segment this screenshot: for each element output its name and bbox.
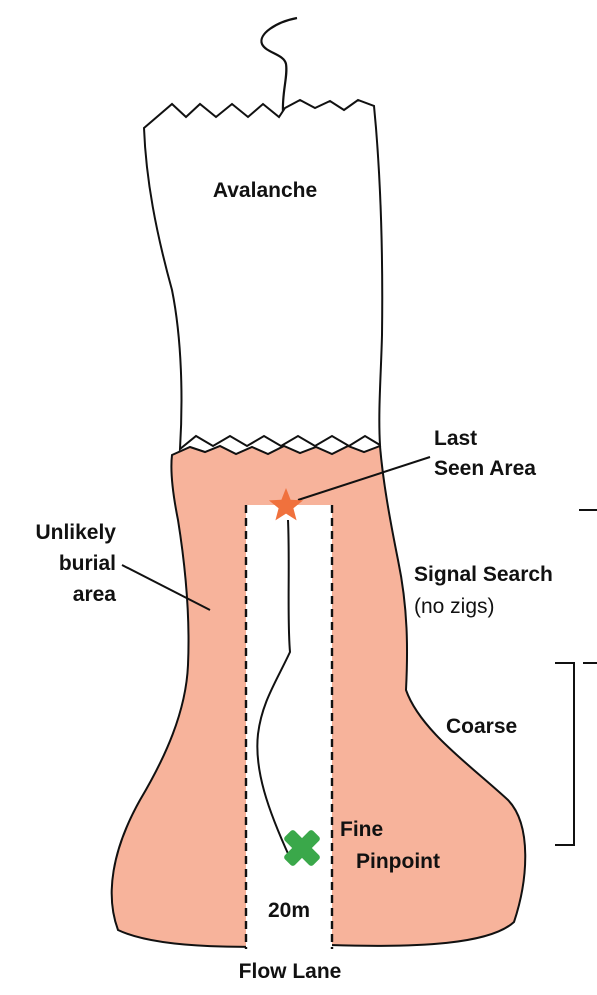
unlikely-burial-label-line2: burial: [0, 549, 116, 579]
flow-lane-label: Flow Lane: [200, 957, 380, 987]
coarse-label: Coarse: [446, 712, 517, 742]
last-seen-label-line2: Seen Area: [434, 454, 536, 484]
last-seen-label-line1: Last: [434, 424, 477, 454]
unlikely-burial-label-line1: Unlikely: [0, 518, 116, 548]
avalanche-label: Avalanche: [190, 176, 340, 206]
coarse-bracket: [555, 663, 574, 845]
pinpoint-label: Pinpoint: [356, 847, 440, 877]
crown-fracture-line: [261, 18, 297, 112]
avalanche-slab-outline: [144, 100, 382, 449]
signal-search-label: Signal Search: [414, 560, 553, 590]
no-zigs-label: (no zigs): [414, 592, 495, 622]
unlikely-burial-label-line3: area: [0, 580, 116, 610]
lane-width-label: 20m: [246, 896, 332, 926]
fine-label: Fine: [340, 815, 383, 845]
